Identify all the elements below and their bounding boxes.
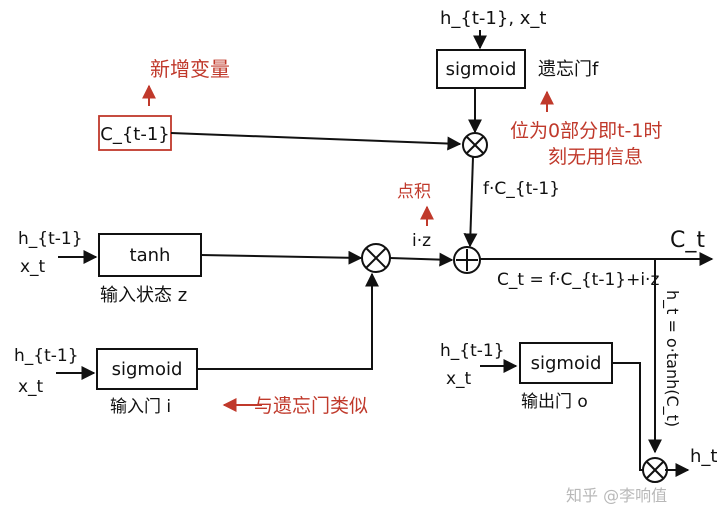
output-gate-label: 输出门 o: [521, 392, 588, 412]
tanh-input-h: h_{t-1}: [18, 229, 83, 249]
prev-cell-to-mult-arrow: [170, 132, 462, 151]
forget-gate-box: [436, 49, 526, 89]
hidden-out-label: h_t: [690, 446, 717, 467]
input-gate-in-x: x_t: [18, 377, 44, 397]
forget-multiply-node: [462, 132, 488, 158]
output-gate-in-x: x_t: [446, 369, 472, 389]
forget-note-line2: 刻无用信息: [548, 146, 643, 168]
tanh-input-x: x_t: [20, 257, 46, 277]
forget-gate-label: 遗忘门f: [538, 59, 599, 80]
fc-to-add-arrow: [463, 156, 478, 248]
input-gate-box-label: sigmoid: [112, 359, 183, 380]
output-gate-in-h: h_{t-1}: [440, 341, 505, 361]
prev-cell-box-label: C_{t-1}: [100, 124, 169, 145]
tanh-state-label: 输入状态 z: [100, 285, 187, 306]
forget-note-line1: 位为0部分即t-1时: [510, 120, 662, 142]
input-gate-label: 输入门 i: [110, 397, 171, 417]
input-multiply-node: [361, 243, 391, 273]
product-f-label: f·C_{t-1}: [483, 179, 560, 199]
dot-product-note: 点积: [397, 182, 431, 202]
watermark-text: 知乎 @李响值: [566, 486, 667, 505]
input-gate-to-mult-arrow: [197, 272, 379, 370]
output-gate-to-mult-line: [612, 362, 650, 471]
tanh-to-mult-arrow: [200, 250, 363, 265]
cell-formula: C_t = f·C_{t-1}+i·z: [497, 270, 659, 290]
output-multiply-node: [642, 457, 668, 483]
input-gate-in-h: h_{t-1}: [14, 346, 79, 366]
product-iz-label: i·z: [412, 231, 431, 251]
top-input-label: h_{t-1}, x_t: [440, 8, 546, 29]
cell-out-label: C_t: [670, 228, 705, 253]
tanh-box-label: tanh: [130, 245, 171, 266]
iz-to-add-arrow: [389, 252, 454, 267]
output-gate-box-label: sigmoid: [531, 353, 602, 374]
cell-add-node: [453, 246, 481, 274]
hidden-formula: h_t = o·tanh(C_t): [662, 290, 682, 427]
forget-gate-box-label: sigmoid: [446, 59, 517, 80]
input-gate-note: 与遗忘门类似: [254, 395, 368, 417]
prev-cell-note: 新增变量: [150, 57, 230, 81]
